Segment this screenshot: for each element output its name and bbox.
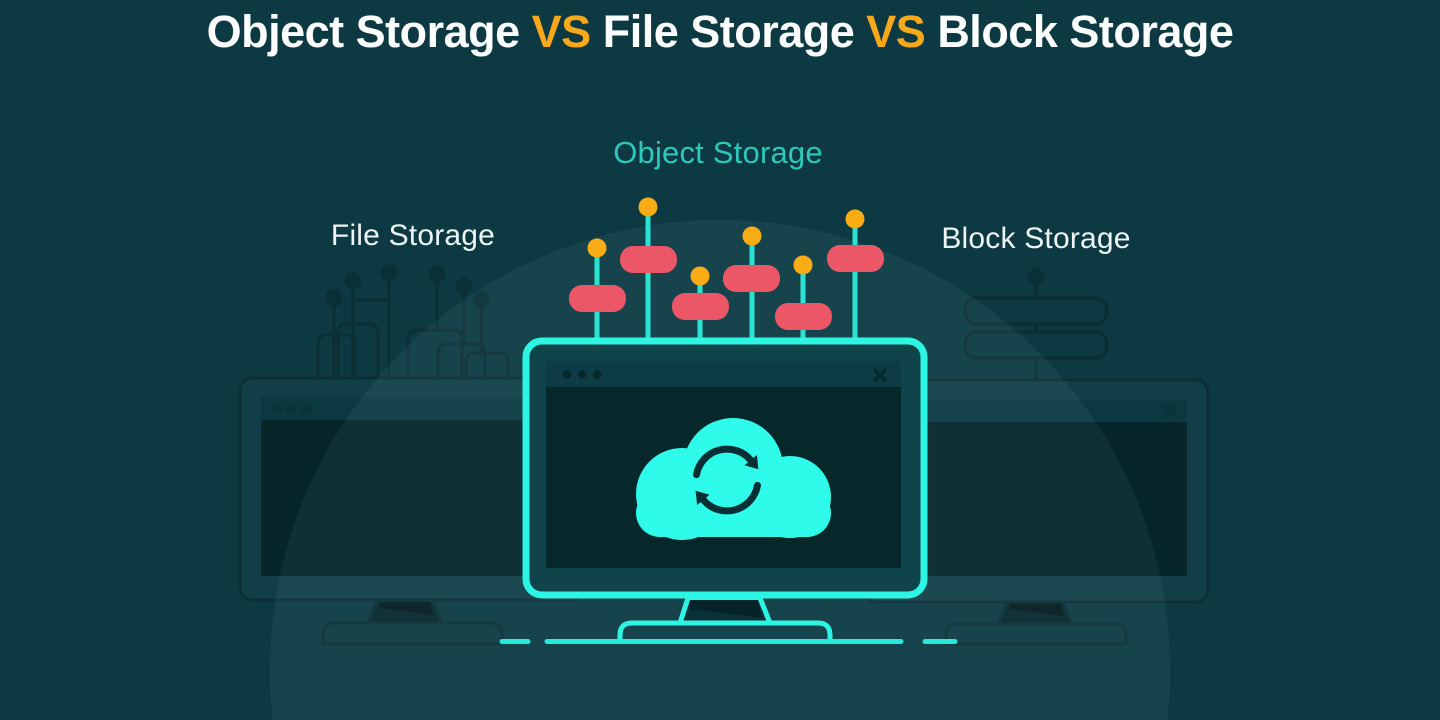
object-storage-monitor [522, 337, 928, 642]
title-vs-1: VS [531, 6, 592, 57]
browser-dots-icon [562, 370, 602, 379]
title-object: Object Storage [206, 6, 521, 57]
file-storage-label: File Storage [330, 219, 496, 252]
close-icon [1162, 403, 1178, 419]
close-icon [873, 368, 887, 382]
block-stack-icon [963, 268, 1109, 384]
block-storage-label: Block Storage [941, 222, 1131, 255]
cloud-sync-icon [636, 418, 831, 540]
object-pin-icon [569, 197, 884, 346]
title-vs-2: VS [866, 6, 926, 57]
title-block: Block Storage [937, 6, 1234, 57]
title-file: File Storage [602, 6, 855, 57]
browser-dots-icon [270, 403, 312, 415]
object-storage-label: Object Storage [613, 135, 823, 170]
file-storage-monitor [238, 376, 586, 646]
